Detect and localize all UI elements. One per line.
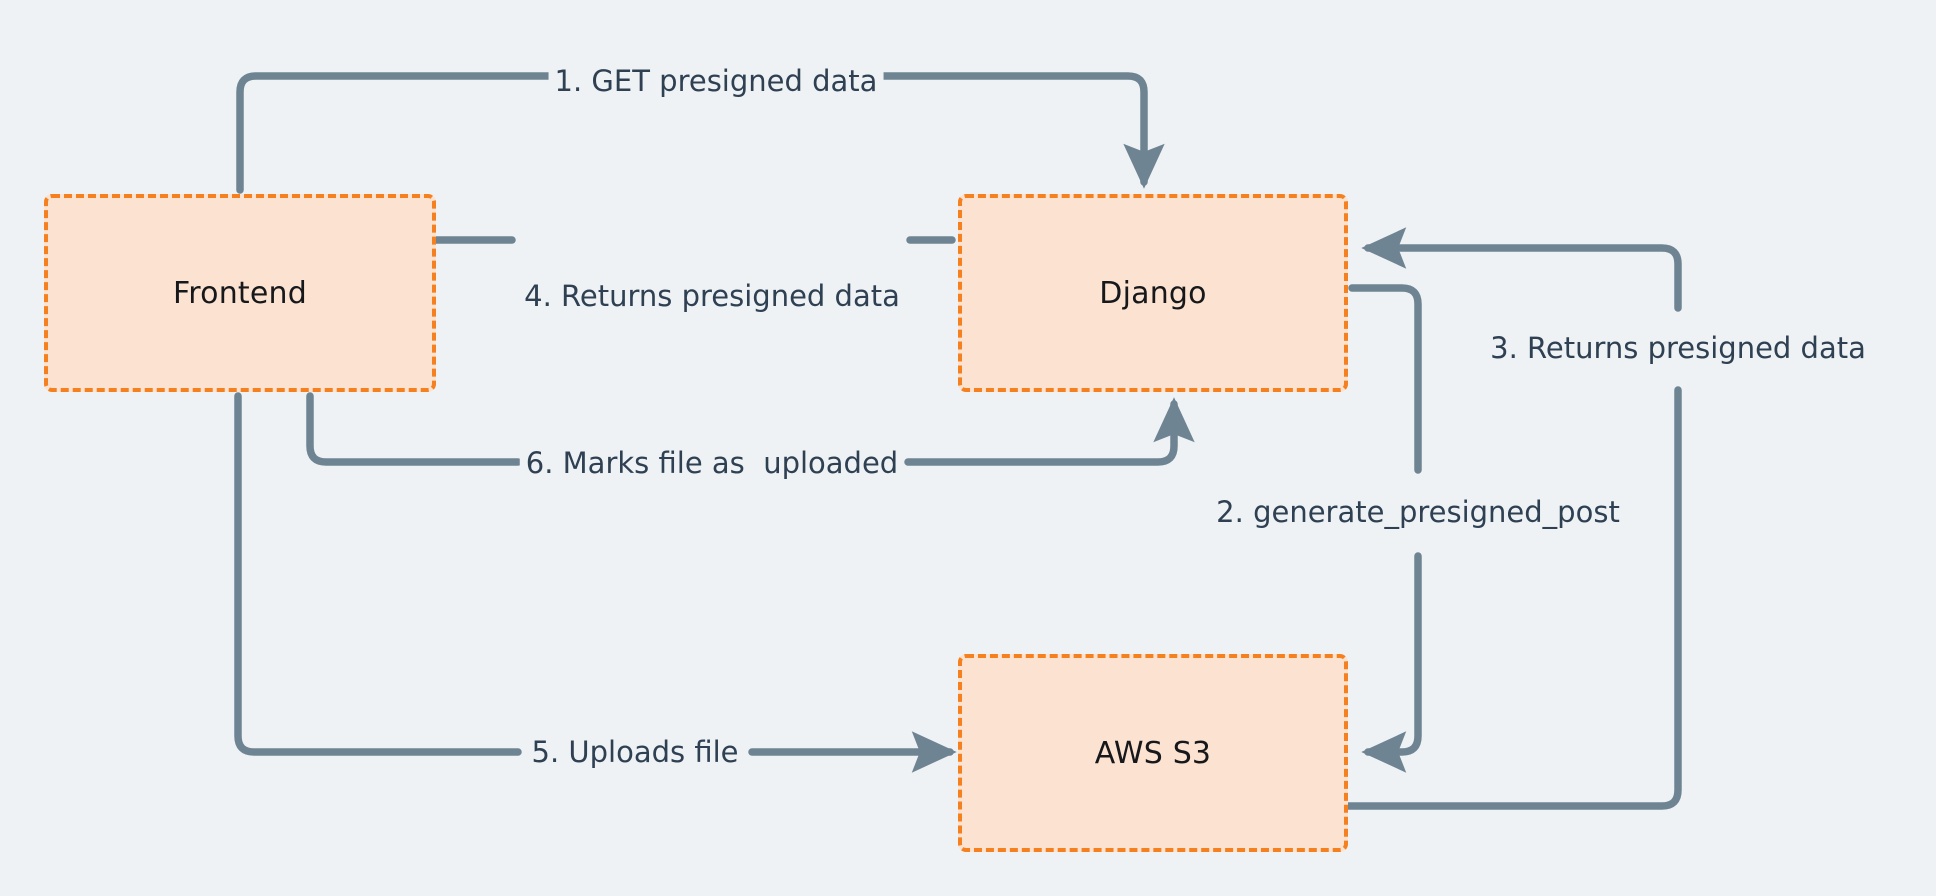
node-aws-s3[interactable]: AWS S3 bbox=[958, 654, 1348, 852]
node-label-aws-s3: AWS S3 bbox=[1094, 735, 1212, 771]
edge-label-2: 2. generate_presigned_post bbox=[1210, 496, 1626, 529]
node-frontend[interactable]: Frontend bbox=[44, 194, 436, 392]
edge-label-5: 5. Uploads file bbox=[525, 736, 745, 769]
edge-path-3-cont bbox=[1361, 227, 1682, 312]
edge-path-2 bbox=[1348, 284, 1422, 474]
edge-path-6-cont bbox=[904, 397, 1195, 466]
edge-path-1 bbox=[236, 72, 564, 194]
edge-path-1-cont bbox=[874, 72, 1165, 189]
edge-label-3: 3. Returns presigned data bbox=[1484, 332, 1872, 365]
node-label-django: Django bbox=[1099, 275, 1207, 311]
node-label-frontend: Frontend bbox=[173, 275, 307, 311]
node-django[interactable]: Django bbox=[958, 194, 1348, 392]
edge-label-6: 6. Marks file as uploaded bbox=[519, 447, 905, 480]
edge-path-5 bbox=[234, 392, 522, 756]
edge-path-3 bbox=[1344, 386, 1682, 810]
edge-path-2-cont bbox=[1361, 552, 1422, 773]
edge-label-4: 4. Returns presigned data bbox=[518, 280, 906, 313]
edge-path-6 bbox=[306, 392, 522, 466]
edge-label-1: 1. GET presigned data bbox=[548, 65, 884, 98]
